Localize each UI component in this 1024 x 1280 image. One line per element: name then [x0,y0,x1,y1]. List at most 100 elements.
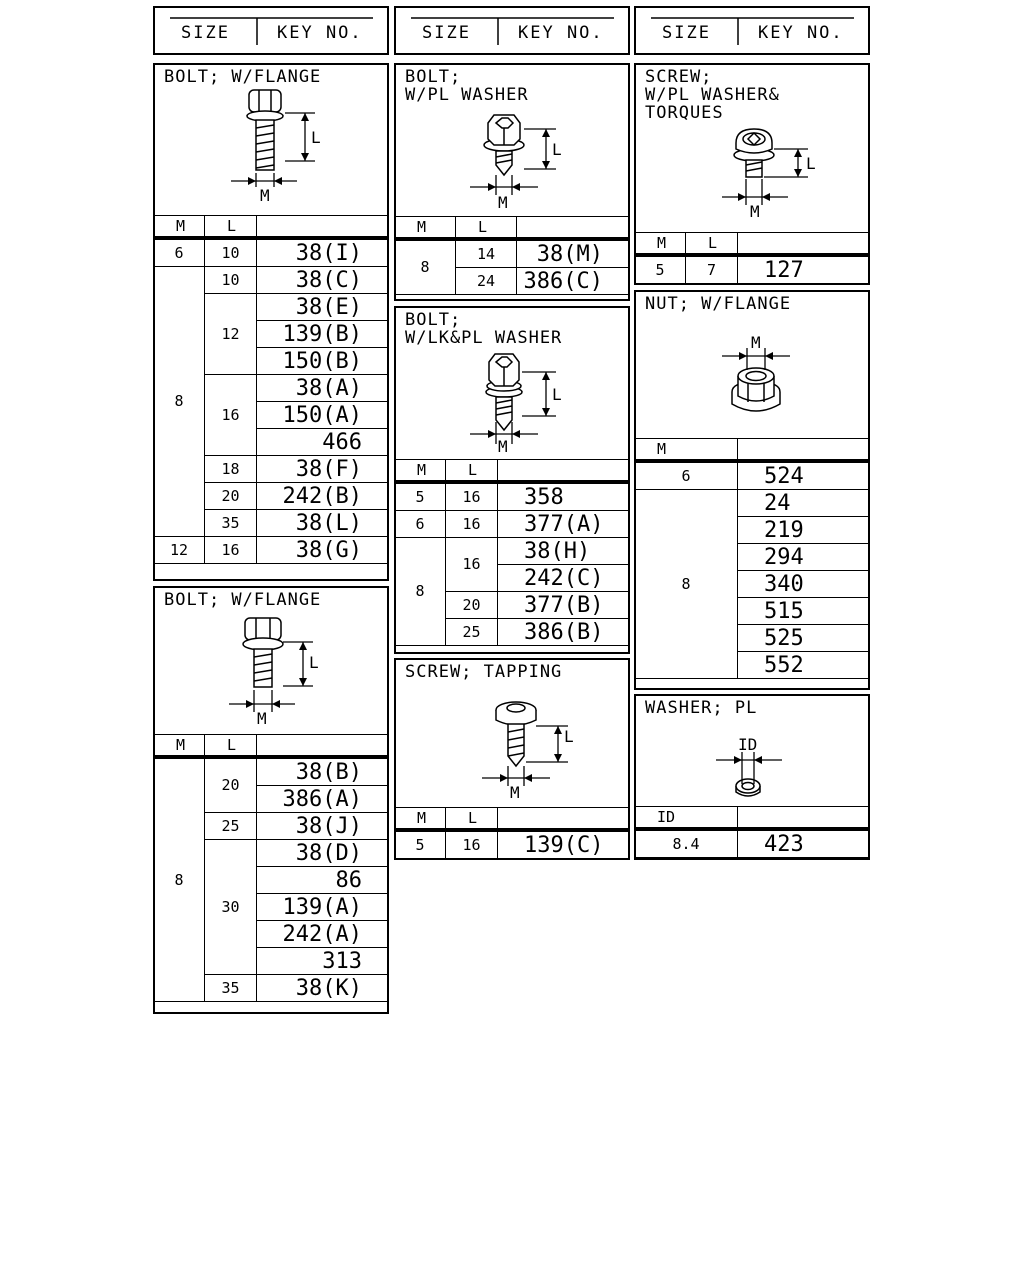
key-number-cell: 38(G) [256,536,389,564]
key-number-cell: 423 [737,827,870,858]
flange-nut-illustration: M [722,333,790,412]
size-l-cell: 25 [204,812,257,840]
torx-screw-illustration: L M [722,128,816,221]
column-header: M [153,734,205,758]
key-number-cell: 38(E) [256,293,389,321]
key-number-cell: 38(D) [256,839,389,867]
key-number-cell: 358 [497,480,630,511]
dim-m-label: M [498,193,508,212]
header-key-label: KEY NO. [518,23,604,43]
column-header-key [256,215,389,239]
size-m-cell: 8 [153,266,205,537]
key-number-cell: 139(A) [256,893,389,921]
table-row: 294 [635,543,870,571]
key-number-cell: 242(A) [256,920,389,948]
key-number-cell: 38(B) [256,755,389,786]
key-number-cell: 524 [737,459,870,490]
key-number-cell: 242(C) [497,564,630,592]
plain-washer-illustration: ID [716,735,782,797]
table-row: 552 [635,651,870,679]
key-number-cell: 38(C) [256,266,389,294]
key-number-cell: 139(B) [256,320,389,348]
size-l-cell: 16 [445,480,498,511]
size-m-cell: 6 [153,236,205,267]
header-key-label: KEY NO. [758,23,844,43]
key-number-cell: 38(M) [516,237,630,268]
part-title: BOLT; W/FLANGE [164,67,322,87]
table-row: 219 [635,516,870,544]
dim-m-label: M [510,783,520,802]
column-header: L [445,459,498,483]
key-number-cell: 552 [737,651,870,679]
flange-bolt-illustration: L M [229,617,319,728]
key-number-cell: 86 [256,866,389,894]
size-m-cell: 12 [153,536,205,564]
header-box-col3: SIZE KEY NO. [634,6,870,55]
size-l-cell: 7 [685,253,738,284]
header-size-label: SIZE [181,23,230,43]
key-number-cell: 38(J) [256,812,389,840]
size-l-cell: 14 [455,237,517,268]
part-title: BOLT; W/LK&PL WASHER [405,310,563,348]
column-header-key [497,459,630,483]
header-rule [411,17,614,45]
key-number-cell: 139(C) [497,828,630,859]
header-rule [651,17,854,45]
column-header-key [737,806,870,830]
dim-id-label: ID [738,735,757,754]
key-number-cell: 294 [737,543,870,571]
header-size-label: SIZE [662,23,711,43]
table-row: 139(B) [154,320,389,348]
key-number-cell: 150(B) [256,347,389,375]
table-row: 466 [154,428,389,456]
key-number-cell: 38(K) [256,974,389,1002]
column-header: M [394,459,446,483]
part-title: SCREW; TAPPING [405,662,563,682]
key-number-cell: 515 [737,597,870,625]
column-header: L [204,734,257,758]
dim-l-label: L [309,653,319,672]
column-header: M [394,807,446,831]
key-number-cell: 38(F) [256,455,389,483]
key-number-cell: 38(L) [256,509,389,537]
key-number-cell: 38(I) [256,236,389,267]
header-box-col2: SIZE KEY NO. [394,6,630,55]
flange-bolt-illustration: L M [231,89,321,205]
tapping-screw-illustration: L M [482,701,574,802]
table-row: 150(B) [154,347,389,375]
size-l-cell: 10 [204,236,257,267]
dim-m-label: M [260,186,270,205]
key-number-cell: 386(A) [256,785,389,813]
part-title: BOLT; W/PL WASHER [405,67,529,105]
size-l-cell: 25 [445,618,498,646]
column-header: L [445,807,498,831]
key-number-cell: 386(B) [497,618,630,646]
key-number-cell: 340 [737,570,870,598]
size-l-cell: 20 [204,482,257,510]
size-l-cell: 12 [204,293,257,375]
table-row: 313 [154,947,389,975]
size-m-cell: 6 [394,510,446,538]
part-title: BOLT; W/FLANGE [164,590,322,610]
size-l-cell: 16 [445,828,498,859]
dim-l-label: L [311,128,321,147]
header-box-col1: SIZE KEY NO. [153,6,389,55]
